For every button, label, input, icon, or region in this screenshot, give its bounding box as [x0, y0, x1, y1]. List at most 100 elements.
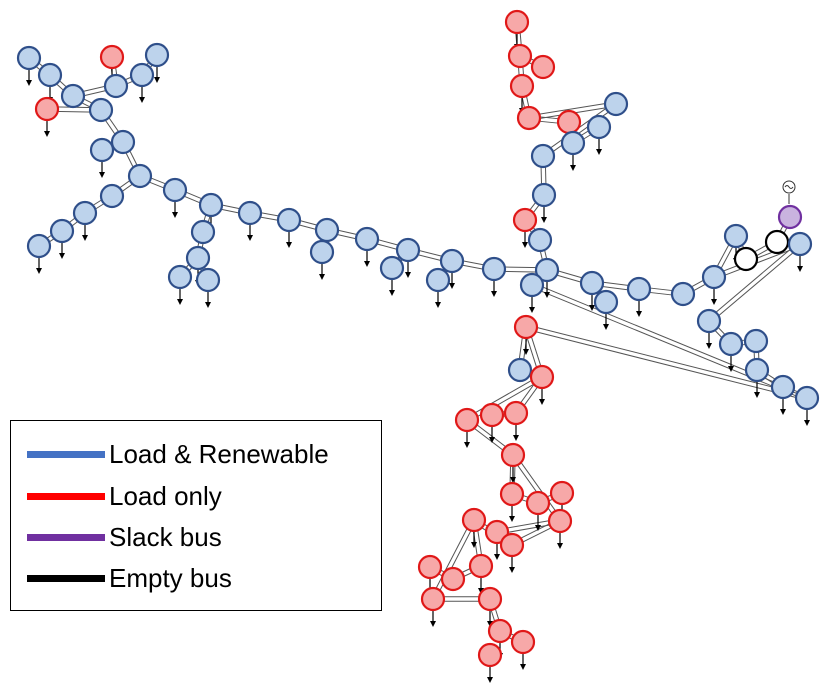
bus-load-only [507, 43, 533, 69]
bus-load-only [487, 618, 513, 644]
bus-load-only [509, 73, 535, 99]
bus-load-renewable [185, 245, 211, 271]
bus-load-only [99, 44, 125, 70]
legend-label: Empty bus [109, 562, 232, 593]
bus-load-renewable [276, 207, 302, 233]
bus-load-renewable [144, 42, 170, 68]
line-segment [525, 328, 807, 401]
bus-load-only [499, 532, 525, 558]
legend-swatch-purple [27, 533, 105, 541]
legend-label: Slack bus [109, 521, 222, 552]
legend-swatch-red [27, 492, 105, 500]
line-segment [707, 241, 799, 320]
bus-load-renewable [49, 218, 75, 244]
bus-load-renewable [481, 256, 507, 282]
bus-load-renewable [670, 281, 696, 307]
legend-item-load-renewable: Load & Renewable [27, 439, 329, 469]
ac-source-icon [782, 180, 796, 204]
bus-load-only [477, 586, 503, 612]
bus-load-renewable [129, 62, 155, 88]
bus-load-only [503, 400, 529, 426]
bus-load-renewable [425, 267, 451, 293]
line-segment [543, 105, 618, 159]
bus-load-only [549, 480, 575, 506]
line-segment [430, 518, 473, 599]
bus-load-renewable [593, 289, 619, 315]
line-segment [714, 245, 801, 280]
bus-load-renewable [167, 264, 193, 290]
bus-load-only [556, 109, 582, 135]
legend-swatch-black [27, 574, 105, 582]
bus-load-only [512, 207, 538, 233]
bus-load-only [454, 407, 480, 433]
bus-load-renewable [88, 97, 114, 123]
bus-load-renewable [744, 357, 770, 383]
line-segment [526, 324, 808, 397]
bus-load-renewable [718, 331, 744, 357]
bus-load-only [500, 442, 526, 468]
line-segment [514, 453, 563, 521]
bus-load-renewable [195, 267, 221, 293]
bus-load-renewable [787, 231, 813, 257]
bus-slack [777, 204, 803, 230]
bus-load-renewable [696, 308, 722, 334]
bus-load-renewable [60, 83, 86, 109]
legend-label: Load & Renewable [109, 438, 329, 469]
legend-swatch-blue [27, 450, 105, 458]
legend-item-slack-bus: Slack bus [27, 522, 222, 552]
line-segment [710, 245, 802, 324]
bus-load-only [529, 364, 555, 390]
bus-load-renewable [237, 200, 263, 226]
bus-load-only [530, 54, 556, 80]
bus-load-renewable [354, 226, 380, 252]
legend-item-empty-bus: Empty bus [27, 563, 232, 593]
bus-load-renewable [379, 255, 405, 281]
bus-load-renewable [723, 223, 749, 249]
bus-load-renewable [770, 374, 796, 400]
bus-load-only [510, 629, 536, 655]
bus-load-renewable [743, 328, 769, 354]
bus-load-only [479, 402, 505, 428]
bus-empty [733, 246, 759, 272]
bus-load-renewable [190, 219, 216, 245]
bus-load-renewable [127, 163, 153, 189]
bus-load-renewable [603, 91, 629, 117]
bus-load-renewable [560, 130, 586, 156]
bus-load-renewable [103, 73, 129, 99]
bus-load-only [513, 314, 539, 340]
bus-load-renewable [110, 129, 136, 155]
bus-empty [764, 229, 790, 255]
bus-load-renewable [527, 227, 553, 253]
bus-load-renewable [534, 257, 560, 283]
bus-load-renewable [626, 276, 652, 302]
legend: Load & Renewable Load only Slack bus Emp… [10, 420, 382, 611]
line-segment [434, 520, 477, 601]
bus-load-renewable [579, 270, 605, 296]
bus-load-renewable [314, 217, 340, 243]
line-segment [465, 374, 542, 419]
bus-load-renewable [198, 192, 224, 218]
bus-load-renewable [72, 200, 98, 226]
bus-load-renewable [26, 233, 52, 259]
bus-load-renewable [16, 45, 42, 71]
bus-load-renewable [89, 137, 115, 163]
bus-load-only [417, 554, 443, 580]
bus-load-renewable [586, 114, 612, 140]
legend-label: Load only [109, 480, 222, 511]
bus-load-renewable [794, 385, 820, 411]
bus-load-renewable [519, 272, 545, 298]
bus-load-only [504, 9, 530, 35]
bus-load-renewable [530, 143, 556, 169]
line-segment [528, 101, 616, 117]
bus-load-only [468, 553, 494, 579]
bus-load-only [484, 519, 510, 545]
bus-load-renewable [309, 239, 335, 265]
bus-load-only [499, 481, 525, 507]
bus-load-only [477, 642, 503, 668]
bus-load-renewable [701, 264, 727, 290]
bus-load-renewable [99, 183, 125, 209]
bus-load-only [525, 490, 551, 516]
line-segment [510, 455, 559, 523]
bus-load-only [516, 105, 542, 131]
